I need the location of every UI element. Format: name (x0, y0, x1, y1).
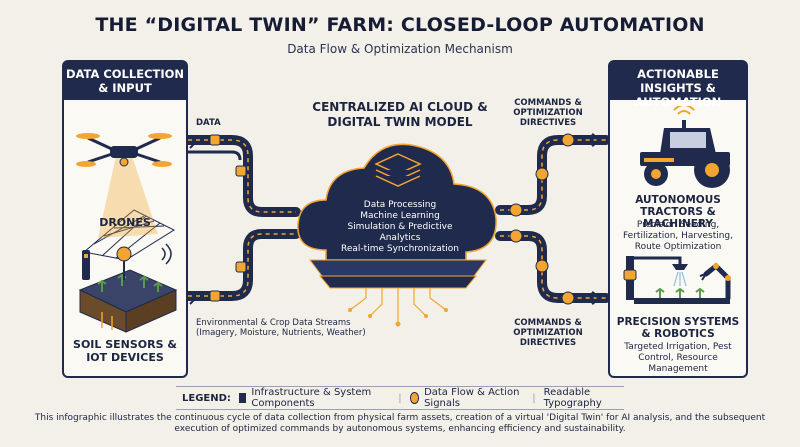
commands-top-label: COMMANDS & OPTIMIZATION DIRECTIVES (513, 98, 583, 128)
data-flow-label: DATA (196, 118, 221, 128)
insights-panel: ACTIONABLE INSIGHTS & AUTOMATION AUTONOM… (608, 60, 748, 378)
commands-bottom-label: COMMANDS & OPTIMIZATION DIRECTIVES (513, 318, 583, 348)
legend-navy-swatch (238, 393, 247, 403)
footer-description: This infographic illustrates the continu… (34, 413, 766, 434)
tractors-description: Precision Seeding, Fertilization, Harves… (623, 220, 733, 252)
sensors-label: SOIL SENSORS & IOT DEVICES (73, 338, 177, 364)
legend-flow-icon (409, 392, 420, 404)
legend-item-flow: Data Flow & Action Signals (424, 387, 520, 409)
data-streams-label: Environmental & Crop Data Streams (Image… (196, 318, 366, 338)
drone-icon (76, 133, 176, 261)
legend-item-typography: Readable Typography (543, 387, 602, 409)
ai-cloud-icon (297, 143, 497, 327)
robotics-title: PRECISION SYSTEMS & ROBOTICS (616, 316, 740, 340)
legend-separator: | (398, 392, 402, 404)
tractor-icon (640, 106, 730, 188)
page-title: THE “DIGITAL TWIN” FARM: CLOSED-LOOP AUT… (95, 14, 705, 36)
cloud-title: CENTRALIZED AI CLOUD & DIGITAL TWIN MODE… (312, 100, 488, 129)
data-collection-panel: DATA COLLECTION & INPUT DRONES (62, 60, 188, 378)
legend: LEGEND: Infrastructure & System Componen… (176, 386, 624, 410)
legend-separator-2: | (532, 392, 536, 404)
data-streams-title: Environmental & Crop Data Streams (196, 318, 351, 328)
legend-label: LEGEND: (182, 392, 231, 404)
cloud-line-1: Data Processing (363, 200, 437, 210)
tractors-title: AUTONOMOUS TRACTORS & MACHINERY (635, 194, 721, 230)
page-subtitle: Data Flow & Optimization Mechanism (287, 42, 513, 56)
robotics-description: Targeted Irrigation, Pest Control, Resou… (624, 342, 732, 374)
robotics-icon (623, 256, 731, 304)
soil-sensor-icon (78, 243, 178, 333)
cloud-capabilities: Data Processing Machine Learning Simulat… (330, 200, 470, 255)
cloud-line-2: Machine Learning (360, 211, 440, 221)
legend-item-infrastructure: Infrastructure & System Components (251, 387, 372, 409)
drones-label: DRONES (99, 216, 151, 229)
cloud-line-3: Simulation & Predictive Analytics (347, 222, 453, 243)
data-collection-header: DATA COLLECTION & INPUT (64, 62, 186, 100)
cloud-line-4: Real-time Synchronization (341, 244, 459, 254)
insights-header: ACTIONABLE INSIGHTS & AUTOMATION (610, 62, 746, 109)
data-streams-subtitle: (Imagery, Moisture, Nutrients, Weather) (196, 328, 366, 338)
